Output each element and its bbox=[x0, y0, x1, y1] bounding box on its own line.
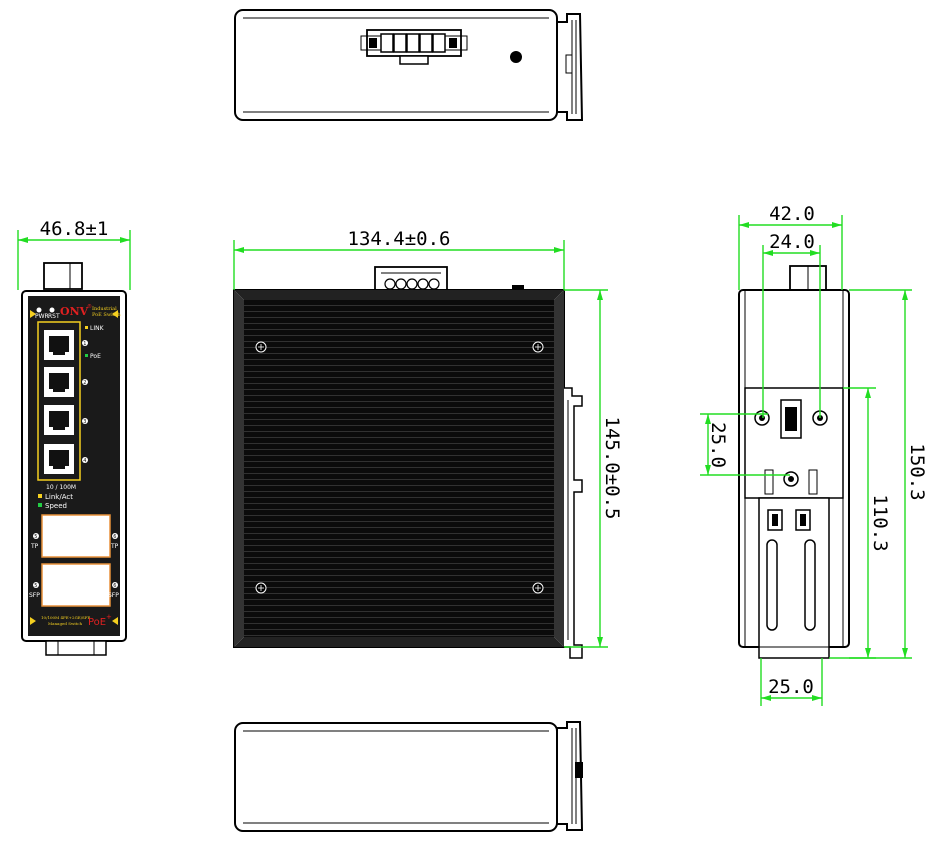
rst-label: RST bbox=[48, 313, 60, 320]
screw-icon bbox=[532, 582, 544, 594]
port7-type-label: SFP bbox=[29, 592, 40, 599]
dim-side-width: 134.4±0.6 bbox=[233, 228, 565, 290]
port-number-8: 6 bbox=[113, 583, 116, 589]
dim-side-height: 145.0±0.5 bbox=[564, 289, 623, 648]
port-number-5: 5 bbox=[34, 534, 37, 540]
brand-registered-mark: ® bbox=[87, 303, 92, 310]
model-line1: 10/100M 4FE+2GE/SFP bbox=[41, 615, 91, 620]
dim-front-width: 46.8±1 bbox=[17, 218, 131, 290]
legend-speed: Speed bbox=[45, 502, 67, 510]
legend-link-act: Link/Act bbox=[45, 493, 73, 501]
dim-rail-outer: 42.0 bbox=[738, 203, 843, 290]
speed-text: 10 / 100M bbox=[46, 484, 76, 491]
poe-led-label: PoE bbox=[90, 353, 101, 360]
port-number-4: 4 bbox=[83, 458, 86, 464]
rj45-port-1 bbox=[44, 330, 74, 360]
dim-mount-spacing-text: 25.0 bbox=[707, 422, 729, 468]
rear-view bbox=[738, 265, 850, 659]
dim-rail-outer-text: 42.0 bbox=[769, 203, 815, 225]
dim-rail-height: 110.3 bbox=[829, 387, 891, 659]
port-number-6: 6 bbox=[113, 534, 116, 540]
combo-port-sfp bbox=[41, 563, 111, 607]
dim-total-height: 150.3 bbox=[849, 289, 928, 659]
combo-port-tp bbox=[41, 514, 111, 558]
brand-logo: ONV bbox=[60, 305, 89, 318]
dim-rail-height-text: 110.3 bbox=[869, 494, 891, 551]
dim-rail-bottom-text: 25.0 bbox=[768, 676, 814, 698]
terminal-block-top bbox=[360, 29, 468, 65]
poe-plus-logo: PoE bbox=[88, 617, 106, 628]
port5-type-label: TP bbox=[30, 543, 39, 550]
title-line1: Industrial bbox=[92, 306, 117, 312]
rj45-port-3 bbox=[44, 405, 74, 435]
dim-total-height-text: 150.3 bbox=[906, 443, 928, 500]
dim-front-width-text: 46.8±1 bbox=[40, 218, 109, 240]
screw-icon bbox=[255, 582, 267, 594]
dim-rail-bottom: 25.0 bbox=[760, 658, 823, 706]
port-number-2: 2 bbox=[83, 380, 86, 386]
port-number-1: 1 bbox=[83, 341, 86, 347]
side-view bbox=[233, 266, 583, 659]
poe-plus-sup: + bbox=[106, 613, 112, 621]
dim-side-width-text: 134.4±0.6 bbox=[348, 228, 451, 250]
top-view bbox=[234, 9, 584, 121]
heatsink-fins bbox=[244, 300, 554, 637]
dim-rail-inner: 24.0 bbox=[762, 231, 821, 418]
dim-side-height-text: 145.0±0.5 bbox=[601, 417, 623, 520]
rj45-port-2 bbox=[44, 367, 74, 397]
port6-type-label: TP bbox=[110, 543, 119, 550]
front-view: PWR RST ONV ® Industrial PoE Switch LINK… bbox=[21, 262, 127, 656]
model-line2: Managed Switch bbox=[48, 621, 82, 626]
dim-mount-spacing: 25.0 bbox=[700, 413, 790, 476]
title-line2: PoE Switch bbox=[92, 312, 122, 318]
screw-icon bbox=[255, 341, 267, 353]
pwr-label: PWR bbox=[35, 313, 49, 320]
dim-rail-inner-text: 24.0 bbox=[769, 231, 815, 253]
link-led-label: LINK bbox=[90, 325, 105, 332]
port-number-3: 3 bbox=[83, 419, 86, 425]
port8-type-label: SFP bbox=[108, 592, 119, 599]
port-number-7: 5 bbox=[34, 583, 37, 589]
grounding-screw-icon bbox=[510, 51, 522, 63]
screw-icon bbox=[532, 341, 544, 353]
bottom-view bbox=[234, 721, 584, 832]
rj45-port-4 bbox=[44, 444, 74, 474]
